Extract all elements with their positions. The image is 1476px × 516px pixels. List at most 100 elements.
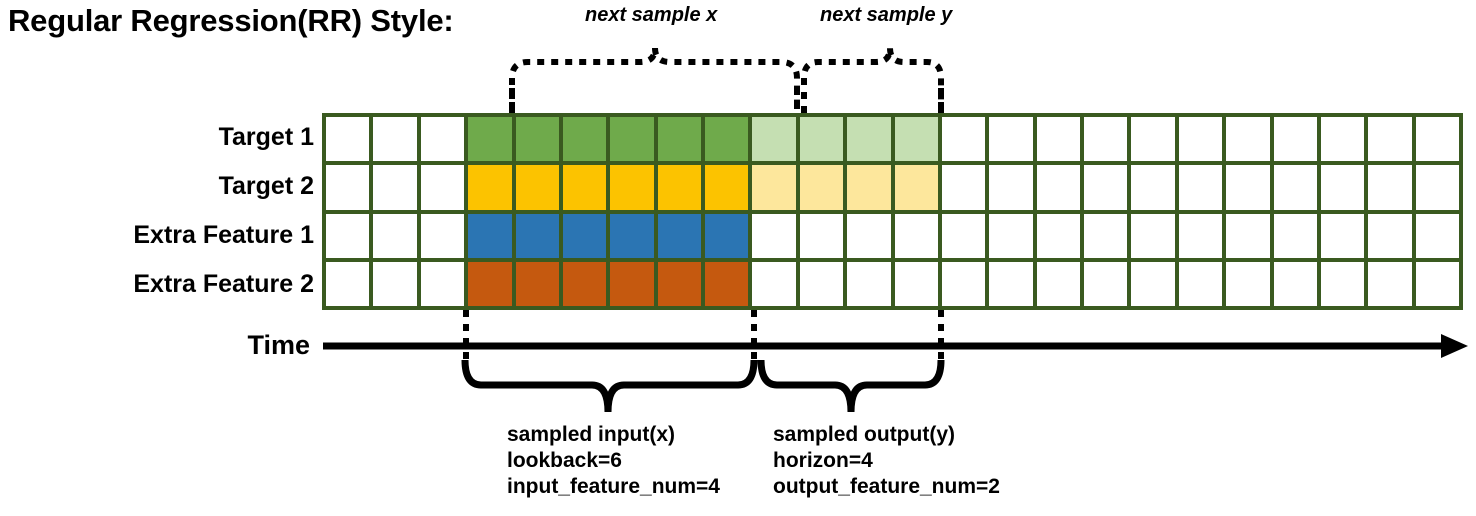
grid-cell — [1320, 213, 1365, 258]
grid-cell — [373, 117, 417, 162]
grid-cell — [894, 117, 938, 162]
grid-cell — [562, 261, 607, 306]
grid-cell — [1131, 213, 1175, 258]
grid-cell — [657, 213, 701, 258]
grid-cell — [799, 261, 844, 306]
grid-cell — [799, 165, 844, 210]
timeseries-grid — [322, 113, 1463, 310]
grid-cell — [1226, 117, 1270, 162]
grid-cell — [1320, 117, 1365, 162]
grid-cell — [799, 213, 844, 258]
grid-cell — [610, 165, 654, 210]
grid-cell — [1036, 261, 1080, 306]
grid-cell — [752, 117, 796, 162]
annotation-next-sample-y: next sample y — [820, 4, 953, 26]
grid-cell — [1273, 165, 1317, 210]
grid-cell — [1368, 117, 1412, 162]
grid-cell — [894, 213, 938, 258]
grid-cell — [562, 117, 607, 162]
grid-cell — [1415, 213, 1459, 258]
grid-cell — [562, 165, 607, 210]
grid-cell — [657, 117, 701, 162]
grid-cell — [941, 165, 986, 210]
grid-cell — [752, 213, 796, 258]
grid-cell — [1415, 117, 1459, 162]
grid-cell — [752, 165, 796, 210]
row-label-extra-feature-1: Extra Feature 1 — [133, 221, 314, 249]
annotation-sampled-output: sampled output(y) horizon=4 output_featu… — [773, 422, 1000, 500]
row-label-extra-feature-2: Extra Feature 2 — [133, 270, 314, 298]
grid-cell — [1273, 117, 1317, 162]
grid-cell — [941, 213, 986, 258]
grid-cell — [1273, 261, 1317, 306]
grid-cell — [562, 213, 607, 258]
grid-cell — [1226, 261, 1270, 306]
grid-cell — [468, 165, 512, 210]
grid-cell — [847, 165, 891, 210]
grid-cell — [1368, 165, 1412, 210]
grid-cell — [847, 213, 891, 258]
annotation-sampled-input-line1: sampled input(x) — [507, 423, 676, 446]
grid-cell — [657, 165, 701, 210]
grid-cell — [610, 213, 654, 258]
grid-cell — [1415, 261, 1459, 306]
grid-cell — [1084, 213, 1128, 258]
row-label-group: Target 1 Target 2 Extra Feature 1 Extra … — [30, 113, 314, 310]
grid-cell — [420, 117, 465, 162]
grid-cell — [1036, 165, 1080, 210]
grid-cell — [468, 261, 512, 306]
grid-cell — [1226, 213, 1270, 258]
grid-cell — [941, 117, 986, 162]
grid-cell — [705, 165, 749, 210]
grid-cell — [1415, 165, 1459, 210]
grid-cell — [1084, 261, 1128, 306]
grid-cell — [657, 261, 701, 306]
grid-cell — [373, 261, 417, 306]
grid-cell — [1131, 261, 1175, 306]
grid-cell — [1036, 117, 1080, 162]
grid-cell — [515, 261, 559, 306]
grid-cell — [1368, 261, 1412, 306]
grid-cell — [326, 261, 370, 306]
grid-cell — [847, 117, 891, 162]
annotation-sampled-output-line2: horizon=4 — [773, 449, 873, 472]
grid-cell — [420, 165, 465, 210]
grid-cell — [326, 165, 370, 210]
grid-cell — [894, 165, 938, 210]
row-label-target-1: Target 1 — [218, 123, 314, 151]
grid-cell — [799, 117, 844, 162]
grid-cell — [468, 213, 512, 258]
annotation-sampled-output-line3: output_feature_num=2 — [773, 475, 1000, 498]
grid-cell — [941, 261, 986, 306]
axis-label-time: Time — [247, 330, 310, 360]
grid-cell — [1178, 213, 1223, 258]
annotation-sampled-input-line2: lookback=6 — [507, 449, 622, 472]
grid-cell — [373, 165, 417, 210]
grid-cell — [1036, 213, 1080, 258]
grid-cell — [610, 117, 654, 162]
grid-cell — [1084, 117, 1128, 162]
grid-cell — [1368, 213, 1412, 258]
grid-cell — [752, 261, 796, 306]
grid-cell — [989, 165, 1033, 210]
annotation-sampled-input: sampled input(x) lookback=6 input_featur… — [507, 422, 720, 500]
grid-cell — [989, 117, 1033, 162]
grid-cell — [420, 261, 465, 306]
annotation-next-sample-x: next sample x — [585, 4, 718, 26]
grid-cell — [1273, 213, 1317, 258]
grid-cell — [515, 117, 559, 162]
grid-cell — [1131, 117, 1175, 162]
grid-cell — [1226, 165, 1270, 210]
time-axis-arrow — [323, 334, 1468, 358]
annotation-sampled-output-line1: sampled output(y) — [773, 423, 955, 446]
grid-cell — [610, 261, 654, 306]
grid-cell — [373, 213, 417, 258]
grid-cell — [1178, 117, 1223, 162]
grid-cell — [989, 261, 1033, 306]
grid-cell — [326, 117, 370, 162]
grid-cell — [326, 213, 370, 258]
grid-cell — [1131, 165, 1175, 210]
grid-cell — [705, 261, 749, 306]
page-title: Regular Regression(RR) Style: — [8, 3, 454, 38]
